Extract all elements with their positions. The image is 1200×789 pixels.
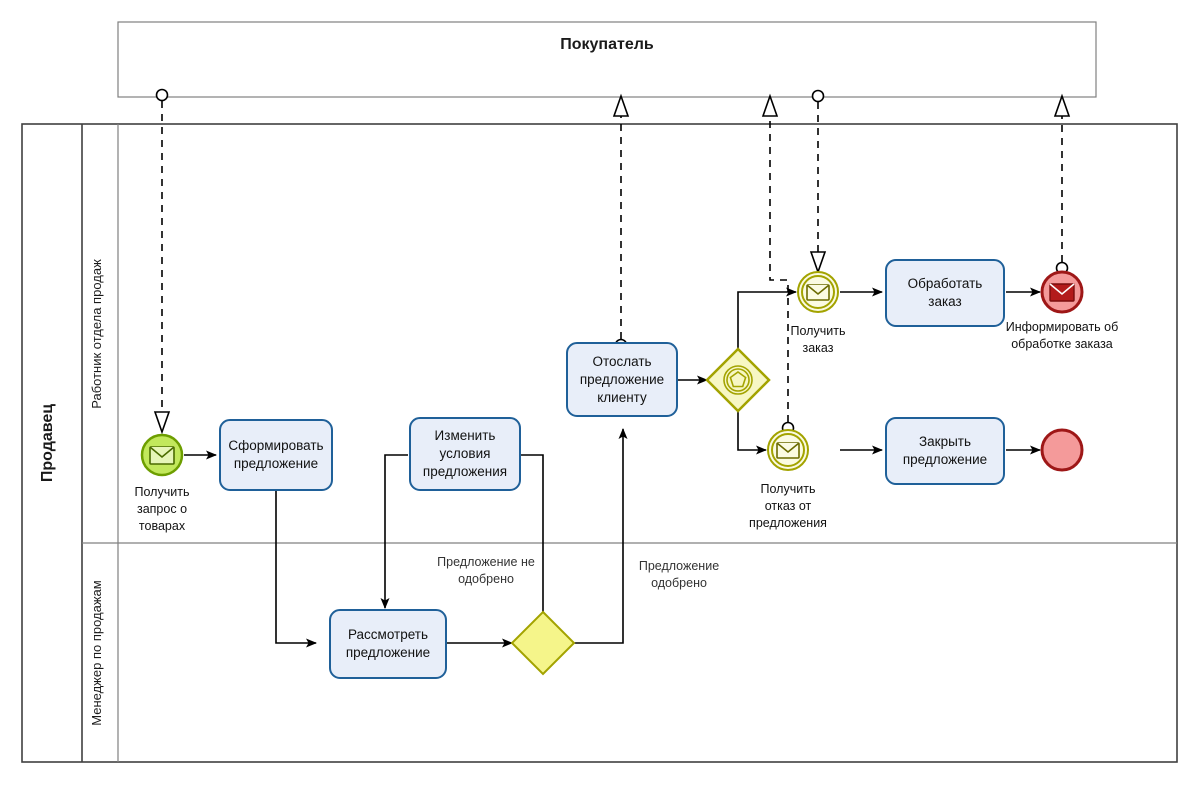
event-end-inform[interactable]: Информировать об обработке заказа	[1006, 270, 1119, 351]
flow-label-not-approved-line1: Предложение не	[437, 555, 535, 569]
task-review-offer[interactable]: Рассмотреть предложение	[329, 609, 447, 679]
envelope-icon	[1049, 283, 1075, 302]
message-flow-rejection-line	[769, 116, 789, 422]
receive-order-label-line1: Получить	[791, 324, 846, 338]
task-close-offer-label-line1: Закрыть	[919, 434, 971, 449]
message-flow-order-circle	[811, 89, 825, 103]
message-flow-order-arrow-icon	[809, 251, 827, 275]
gateway-event-based-diamond	[705, 347, 771, 413]
flow-change-terms-to-review	[380, 454, 408, 609]
flow-form-offer-to-review	[275, 490, 317, 648]
receive-order-label-line2: заказ	[803, 341, 834, 355]
pool-buyer-title: Покупатель	[560, 36, 654, 53]
flow-label-approved: Предложение одобрено	[639, 559, 719, 590]
lane-sales-worker[interactable]: Работник отдела продаж	[89, 259, 104, 409]
envelope-icon	[149, 446, 175, 465]
receive-rejection-label-line2: отказ от	[765, 499, 812, 513]
lane-sales-worker-title: Работник отдела продаж	[89, 259, 104, 409]
start-event-label-line3: товарах	[139, 519, 186, 533]
task-review-offer-rect	[329, 609, 447, 679]
task-send-offer-label-line2: предложение	[580, 372, 664, 387]
message-flow-order[interactable]	[809, 89, 827, 275]
message-flow-inform-arrow-icon	[1053, 93, 1071, 117]
task-change-terms-label-line3: предложения	[423, 464, 507, 479]
pool-seller-title: Продавец	[39, 404, 56, 482]
gateway-event-based[interactable]	[705, 347, 771, 413]
task-send-offer-rect	[566, 342, 678, 417]
event-receive-rejection[interactable]: Получить отказ от предложения	[749, 429, 827, 530]
task-change-terms-rect	[409, 417, 521, 491]
task-form-offer[interactable]: Сформировать предложение	[219, 419, 333, 491]
task-process-order-label-line1: Обработать	[908, 276, 983, 291]
task-close-offer[interactable]: Закрыть предложение	[885, 417, 1005, 485]
close-end-circle	[1040, 428, 1084, 472]
task-review-offer-label-line2: предложение	[346, 645, 430, 660]
task-close-offer-label-line2: предложение	[903, 452, 987, 467]
task-send-offer-label-line3: клиенту	[597, 390, 647, 405]
message-flow-inform[interactable]	[1053, 93, 1071, 275]
gateway-approval[interactable]	[510, 610, 576, 676]
task-change-terms[interactable]: Изменить условия предложения	[409, 417, 521, 491]
flow-label-approved-line2: одобрено	[651, 576, 707, 590]
gateway-event-outer-circle-icon	[723, 365, 753, 395]
envelope-icon	[806, 284, 830, 301]
task-form-offer-rect	[219, 419, 333, 491]
inform-end-label-line2: обработке заказа	[1011, 337, 1113, 351]
task-form-offer-label-line2: предложение	[234, 456, 318, 471]
task-send-offer[interactable]: Отослать предложение клиенту	[566, 342, 678, 417]
flow-label-not-approved: Предложение не одобрено	[437, 555, 535, 586]
lane-sales-manager-title: Менеджер по продажам	[89, 580, 104, 726]
flow-event-gateway-to-rejection	[737, 411, 767, 455]
task-change-terms-label-line1: Изменить	[435, 428, 496, 443]
message-flow-send-offer-arrow-icon	[612, 93, 630, 117]
gateway-event-inner-circle-icon	[726, 368, 750, 392]
task-form-offer-label-line1: Сформировать	[228, 438, 323, 453]
task-close-offer-rect	[885, 417, 1005, 485]
gateway-approval-diamond	[510, 610, 576, 676]
envelope-icon	[776, 442, 800, 459]
receive-rejection-label-line1: Получить	[761, 482, 816, 496]
task-process-order-label-line2: заказ	[928, 294, 961, 309]
receive-rejection-label-line3: предложения	[749, 516, 827, 530]
flow-event-gateway-to-receive-order	[737, 287, 797, 349]
task-review-offer-label-line1: Рассмотреть	[348, 627, 428, 642]
message-flow-rejection-arrow-icon	[761, 93, 779, 117]
event-receive-order[interactable]: Получить заказ	[791, 271, 846, 355]
flow-label-not-approved-line2: одобрено	[458, 572, 514, 586]
message-flow-source-circle	[155, 88, 169, 102]
start-event-label-line1: Получить	[135, 485, 190, 499]
task-process-order-rect	[885, 259, 1005, 327]
task-send-offer-label-line1: Отослать	[592, 354, 651, 369]
inform-end-label-line1: Информировать об	[1006, 320, 1119, 334]
gateway-event-pentagon-icon	[729, 371, 747, 388]
pool-buyer-rect	[117, 21, 1097, 98]
task-change-terms-label-line2: условия	[440, 446, 491, 461]
flow-gateway-approved	[574, 428, 628, 644]
start-event-label-line2: запрос о	[137, 502, 187, 516]
flow-gateway-not-approved	[521, 454, 544, 612]
message-flow-request[interactable]	[153, 88, 171, 435]
lane-sales-manager[interactable]: Менеджер по продажам	[89, 580, 104, 726]
message-flow-request-arrow-icon	[153, 411, 171, 435]
task-process-order[interactable]: Обработать заказ	[885, 259, 1005, 327]
event-end-close[interactable]	[1040, 428, 1084, 472]
event-start-receive-request[interactable]: Получить запрос о товарах	[135, 433, 190, 533]
flow-label-approved-line1: Предложение	[639, 559, 719, 573]
pool-buyer[interactable]: Покупатель	[117, 21, 1097, 98]
